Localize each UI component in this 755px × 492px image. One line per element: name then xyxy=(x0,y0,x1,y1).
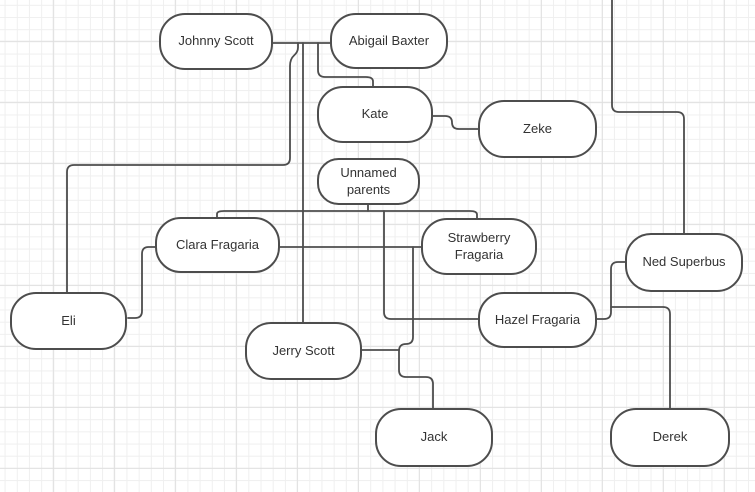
edge-offscreen-to-ned[interactable] xyxy=(611,0,685,234)
edge-kate-zeke[interactable] xyxy=(432,115,479,130)
node-unnamed-parents[interactable]: Unnamed parents xyxy=(317,158,420,205)
node-johnny-scott[interactable]: Johnny Scott xyxy=(159,13,273,70)
node-hazel-fragaria[interactable]: Hazel Fragaria xyxy=(478,292,597,348)
node-ned-superbus[interactable]: Ned Superbus xyxy=(625,233,743,292)
edge-strawberry-to-jack[interactable] xyxy=(398,246,434,409)
node-clara-fragaria[interactable]: Clara Fragaria xyxy=(155,217,280,273)
node-label: Clara Fragaria xyxy=(175,236,260,252)
node-eli[interactable]: Eli xyxy=(10,292,127,350)
node-derek[interactable]: Derek xyxy=(610,408,730,467)
node-label: Eli xyxy=(61,312,76,328)
edge-bus-to-hazel[interactable] xyxy=(383,210,479,320)
edge-couple-to-derek[interactable] xyxy=(610,306,671,409)
node-label: Johnny Scott xyxy=(178,33,254,49)
edge-couple-to-kate[interactable] xyxy=(317,42,374,87)
node-abigail-baxter[interactable]: Abigail Baxter xyxy=(330,13,448,69)
node-jack[interactable]: Jack xyxy=(375,408,493,467)
node-zeke[interactable]: Zeke xyxy=(478,100,597,158)
node-label: Zeke xyxy=(523,120,552,136)
node-label: Strawberry Fragaria xyxy=(447,230,511,262)
edge-clara-eli[interactable] xyxy=(127,246,156,319)
node-strawberry-fragaria[interactable]: Strawberry Fragaria xyxy=(421,218,537,275)
node-jerry-scott[interactable]: Jerry Scott xyxy=(245,322,362,380)
node-label: Kate xyxy=(361,106,389,122)
node-label: Unnamed parents xyxy=(340,165,397,197)
node-label: Jack xyxy=(420,429,448,445)
node-label: Jerry Scott xyxy=(272,342,335,358)
node-label: Abigail Baxter xyxy=(348,32,430,48)
edge-couple-to-eli[interactable] xyxy=(66,42,299,293)
node-label: Ned Superbus xyxy=(642,254,726,270)
node-label: Hazel Fragaria xyxy=(494,311,581,327)
node-label: Derek xyxy=(652,429,688,445)
edge-hazel-ned[interactable] xyxy=(595,261,628,320)
edge-parents-bus-clara-strawberry[interactable] xyxy=(216,210,478,219)
node-kate[interactable]: Kate xyxy=(317,86,433,143)
